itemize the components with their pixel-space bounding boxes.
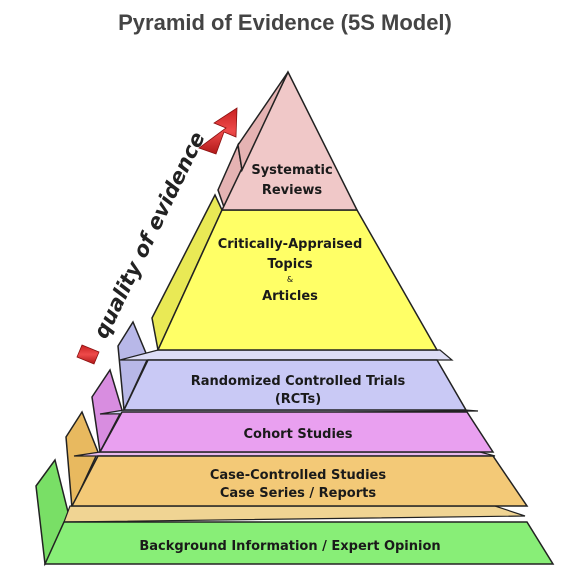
rct-label-1: Randomized Controlled Trials	[191, 374, 406, 389]
critical-label-1: Critically-Appraised	[218, 237, 363, 252]
cohort-label: Cohort Studies	[244, 427, 353, 442]
background-label: Background Information / Expert Opinion	[139, 539, 440, 554]
case-label-2: Case Series / Reports	[220, 486, 376, 501]
critical-ledge	[119, 349, 454, 361]
case-label-1: Case-Controlled Studies	[210, 468, 387, 483]
rct-front	[122, 359, 468, 411]
page-title: Pyramid of Evidence (5S Model)	[118, 10, 452, 35]
arrow-upper-segment	[198, 107, 238, 155]
cohort-front	[98, 411, 495, 453]
systematic-label-2: Reviews	[262, 183, 323, 198]
critical-label-amp: &	[287, 275, 293, 284]
critical-label-3: Articles	[262, 289, 318, 304]
case-ledge	[63, 505, 526, 523]
rct-label-2: (RCTs)	[275, 392, 321, 407]
pyramid-apex	[237, 71, 289, 173]
case-front	[70, 455, 529, 507]
pyramid-labels: Systematic Reviews Critically-Appraised …	[139, 163, 440, 554]
systematic-label-1: Systematic	[251, 163, 332, 178]
arrow-lower-segment	[76, 344, 100, 365]
pyramid-front-faces	[43, 70, 555, 565]
critical-label-2: Topics	[267, 257, 313, 272]
background-front	[43, 521, 555, 565]
